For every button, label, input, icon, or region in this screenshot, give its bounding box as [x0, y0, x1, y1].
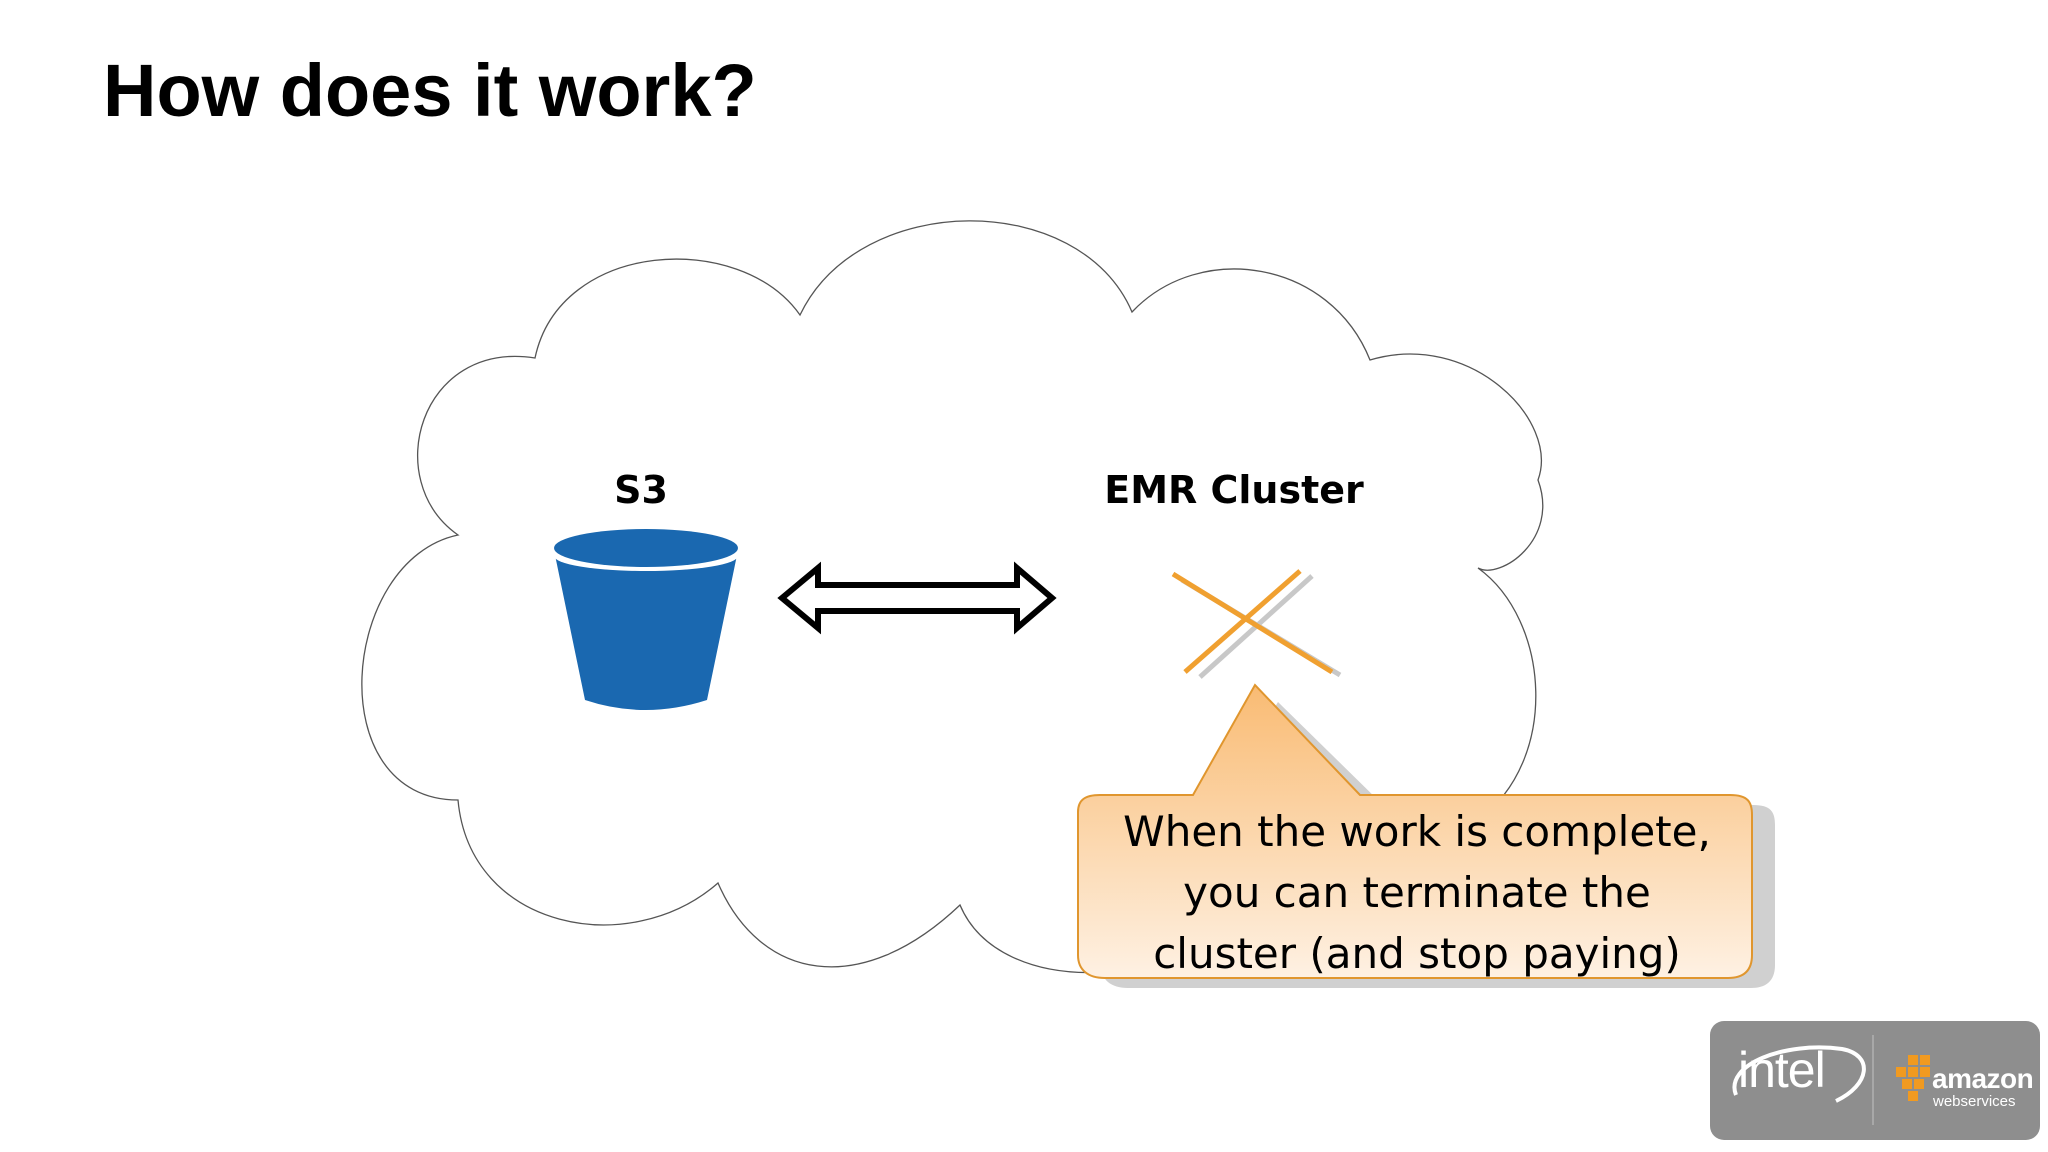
emr-cluster-label: EMR Cluster	[1104, 468, 1364, 512]
logo-divider	[1872, 1035, 1874, 1125]
callout-line-3: cluster (and stop paying)	[1153, 929, 1681, 978]
callout-line-1: When the work is complete,	[1123, 807, 1711, 856]
s3-label: S3	[614, 468, 668, 512]
intel-swoosh-icon	[1732, 1045, 1866, 1103]
sponsor-logos: intel amazon webservices	[1710, 1021, 2040, 1140]
intel-logo: intel	[1738, 1042, 1826, 1098]
aws-cubes-icon	[1896, 1055, 1930, 1101]
s3-bucket-icon	[554, 529, 738, 710]
aws-amazon-logo: amazon	[1932, 1063, 2034, 1094]
terminated-cluster-x-icon	[1171, 569, 1342, 679]
aws-webservices-logo: webservices	[1933, 1093, 2016, 1110]
callout-line-2: you can terminate the	[1183, 868, 1651, 917]
bidirectional-arrow-icon	[777, 561, 1057, 635]
slide-title: How does it work?	[103, 49, 757, 132]
callout-bubble: When the work is complete, you can termi…	[1077, 683, 1775, 988]
